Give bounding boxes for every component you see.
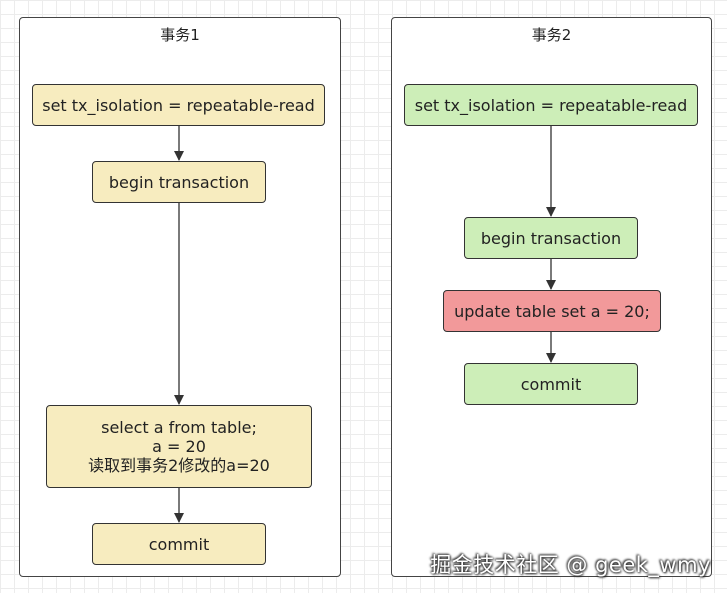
- node-t1-select-line-3: 读取到事务2修改的a=20: [88, 456, 270, 475]
- node-t1-select-line-1: select a from table;: [101, 418, 257, 437]
- node-t2-set-isolation-text: set tx_isolation = repeatable-read: [414, 95, 688, 115]
- node-t1-begin-text: begin transaction: [108, 172, 250, 192]
- node-t2-commit: commit: [464, 363, 638, 405]
- node-t2-update-text: update table set a = 20;: [454, 301, 650, 321]
- node-t1-select: select a from table; a = 20 读取到事务2修改的a=2…: [46, 405, 312, 488]
- node-t1-commit-text: commit: [148, 534, 210, 554]
- node-t2-update: update table set a = 20;: [443, 290, 661, 332]
- node-t2-commit-text: commit: [520, 374, 582, 394]
- node-t1-begin: begin transaction: [92, 161, 266, 203]
- node-t2-begin: begin transaction: [464, 217, 638, 259]
- node-t1-commit: commit: [92, 523, 266, 565]
- node-t1-select-line-2: a = 20: [152, 437, 206, 456]
- lane-title-1: 事务1: [160, 26, 200, 44]
- node-t1-set-isolation-text: set tx_isolation = repeatable-read: [42, 95, 315, 115]
- watermark: 掘金技术社区 @ geek_wmy: [430, 553, 711, 577]
- node-t2-set-isolation: set tx_isolation = repeatable-read: [404, 84, 698, 126]
- node-t2-begin-text: begin transaction: [480, 228, 622, 248]
- node-t1-set-isolation: set tx_isolation = repeatable-read: [32, 84, 325, 126]
- lane-title-2: 事务2: [531, 26, 572, 44]
